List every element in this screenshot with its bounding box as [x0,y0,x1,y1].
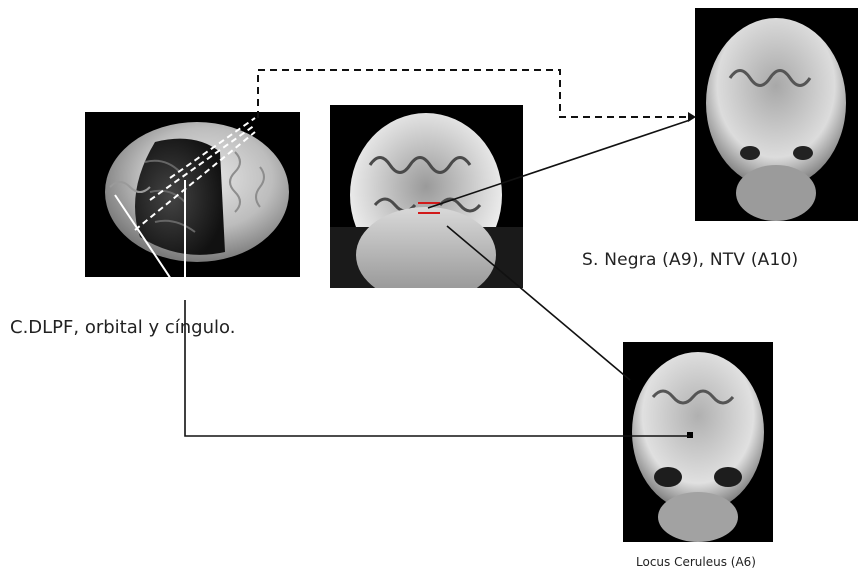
solid-connector-top [428,120,690,208]
fan-line-3 [135,132,255,230]
fan-line-2 [150,125,255,200]
elbow-connector [185,300,690,436]
fan-line-1 [170,118,255,178]
label-locus-ceruleus: Locus Ceruleus (A6) [636,555,756,569]
dashed-connector [258,70,688,118]
label-cortex: C.DLPF, orbital y cíngulo. [10,317,235,338]
label-substantia-nigra: S. Negra (A9), NTV (A10) [582,250,798,270]
